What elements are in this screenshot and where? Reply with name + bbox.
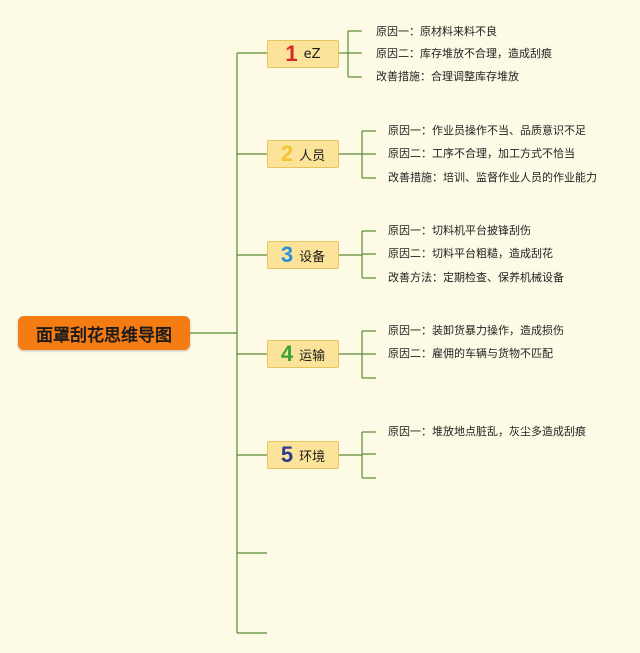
leaf-item[interactable]: 改善措施：培训、监督作业人员的作业能力: [388, 171, 597, 184]
leaf-item[interactable]: 原因二：工序不合理，加工方式不恰当: [388, 147, 575, 160]
category-label: 运输: [299, 348, 326, 364]
leaf-item[interactable]: 原因一：装卸货暴力操作，造成损伤: [388, 324, 564, 337]
category-label: 环境: [299, 449, 326, 465]
leaf-item[interactable]: 改善措施：合理调整库存堆放: [376, 70, 519, 83]
number-badge-2: 2: [280, 141, 294, 166]
category-equipment[interactable]: 3 设备: [267, 241, 339, 269]
category-environment[interactable]: 5 环境: [267, 441, 339, 469]
leaf-item[interactable]: 原因二：切料平台粗糙，造成刮花: [388, 247, 553, 260]
leaf-item[interactable]: 原因二：库存堆放不合理，造成刮痕: [376, 47, 552, 60]
leaf-item[interactable]: 原因二：雇佣的车辆与货物不匹配: [388, 347, 553, 360]
leaf-item[interactable]: 原因一：切料机平台披锋刮伤: [388, 224, 531, 237]
leaf-item[interactable]: 原因一：堆放地点脏乱，灰尘多造成刮痕: [388, 425, 586, 438]
number-badge-1: 1: [285, 41, 298, 66]
leaf-item[interactable]: 改善方法：定期检查、保养机械设备: [388, 271, 564, 284]
category-personnel[interactable]: 2 人员: [267, 140, 339, 168]
category-label: 人员: [299, 148, 326, 164]
number-badge-4: 4: [280, 341, 294, 366]
root-topic[interactable]: 面罩刮花思维导图: [18, 316, 190, 350]
category-transport[interactable]: 4 运输: [267, 340, 339, 368]
root-title: 面罩刮花思维导图: [36, 325, 172, 346]
category-material[interactable]: 1 eZ: [267, 40, 339, 68]
number-badge-5: 5: [280, 442, 294, 467]
number-badge-3: 3: [280, 242, 294, 267]
leaf-item[interactable]: 原因一：作业员操作不当、品质意识不足: [388, 124, 586, 137]
category-label: eZ: [303, 46, 321, 62]
category-label: 设备: [299, 249, 326, 265]
leaf-item[interactable]: 原因一：原材料来料不良: [376, 25, 497, 38]
